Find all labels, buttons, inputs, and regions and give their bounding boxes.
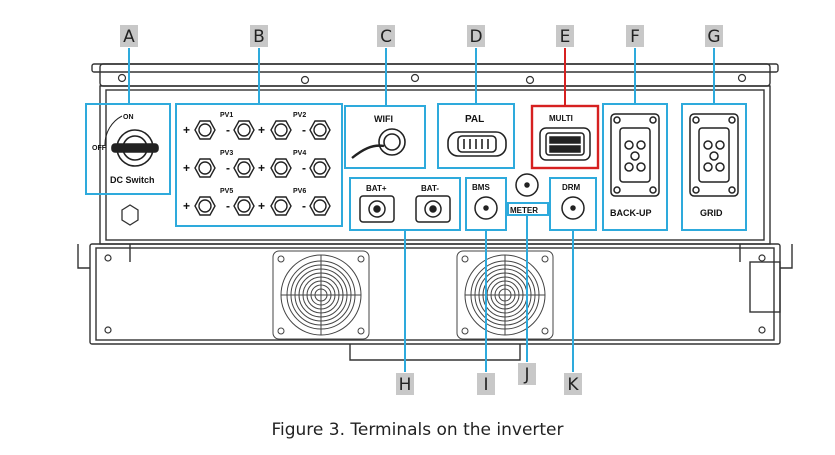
pv-connector-icon xyxy=(194,158,216,178)
letter-bg xyxy=(477,373,495,395)
callout-letter-c: C xyxy=(380,27,392,47)
callout-letter-h: H xyxy=(399,375,412,395)
pv-plus-sign: + xyxy=(183,161,190,175)
label-pv6: PV6 xyxy=(293,188,306,195)
callout-letter-a: A xyxy=(123,27,135,47)
inverter-body xyxy=(77,63,793,361)
letter-bg xyxy=(467,25,485,47)
pv-plus-sign: + xyxy=(183,123,190,137)
grid-port-icon xyxy=(689,113,739,197)
label-pv5: PV5 xyxy=(220,188,233,195)
pv-plus-sign: + xyxy=(258,123,265,137)
pv-connector-icon xyxy=(194,120,216,140)
callout-letters: A B C D E F G H I J K xyxy=(120,25,723,395)
label-meter: METER xyxy=(510,206,538,215)
letter-bg xyxy=(518,363,536,385)
callout-letter-f: F xyxy=(630,27,640,47)
pv-connector-icon xyxy=(309,196,331,216)
label-bat-neg: BAT- xyxy=(421,184,439,193)
letter-bg xyxy=(120,25,138,47)
pv-connector-icon xyxy=(233,120,255,140)
pv-connector-icon xyxy=(309,158,331,178)
callout-letter-g: G xyxy=(707,27,720,47)
letter-bg xyxy=(564,373,582,395)
label-pal: PAL xyxy=(465,114,484,125)
label-off: OFF xyxy=(92,145,107,152)
figure-caption: Figure 3. Terminals on the inverter xyxy=(271,420,564,440)
label-pv1: PV1 xyxy=(220,112,233,119)
pv-minus-sign: - xyxy=(226,199,230,213)
backup-port-icon xyxy=(610,113,660,197)
pv-plus-sign: + xyxy=(258,161,265,175)
label-pv3: PV3 xyxy=(220,150,233,157)
pv-minus-sign: - xyxy=(302,161,306,175)
label-wifi: WIFI xyxy=(374,114,393,124)
pv-connector-icon xyxy=(194,196,216,216)
pv-minus-sign: - xyxy=(226,123,230,137)
label-bms: BMS xyxy=(472,183,490,192)
pv-minus-sign: - xyxy=(302,199,306,213)
fan-icon xyxy=(272,250,370,340)
letter-bg xyxy=(377,25,395,47)
drm-port-icon xyxy=(561,196,585,220)
fan-icon xyxy=(456,250,554,340)
label-bat-pos: BAT+ xyxy=(366,184,387,193)
callout-letter-i: I xyxy=(483,375,488,395)
label-pv4: PV4 xyxy=(293,150,306,157)
mounting-holes xyxy=(104,73,766,334)
pv-minus-sign: - xyxy=(302,123,306,137)
pv-connector-icon xyxy=(233,196,255,216)
label-drm: DRM xyxy=(562,183,581,192)
multi-port-icon xyxy=(539,127,591,161)
label-pv2: PV2 xyxy=(293,112,306,119)
pv-connector-icon xyxy=(309,120,331,140)
callout-letter-d: D xyxy=(469,27,482,47)
label-on: ON xyxy=(123,114,134,121)
letter-bg xyxy=(556,25,574,47)
meter-port-icon xyxy=(515,173,539,197)
callout-letter-k: K xyxy=(567,375,579,395)
pv-minus-sign: - xyxy=(226,161,230,175)
pv-connector-icon xyxy=(270,120,292,140)
pv-connectors xyxy=(194,120,331,216)
pv-connector-icon xyxy=(233,158,255,178)
label-backup: BACK-UP xyxy=(610,208,652,218)
callout-letter-e: E xyxy=(560,27,571,47)
callout-letter-j: J xyxy=(523,365,529,385)
wifi-port-icon xyxy=(351,128,406,159)
pv-connector-icon xyxy=(270,196,292,216)
dc-switch-icon xyxy=(104,115,159,167)
label-multi: MULTI xyxy=(549,114,573,123)
callout-letter-b: B xyxy=(253,27,265,47)
letter-bg xyxy=(626,25,644,47)
label-dc-switch: DC Switch xyxy=(110,175,155,185)
pv-plus-sign: + xyxy=(183,199,190,213)
pv-connector-icon xyxy=(270,158,292,178)
inverter-terminal-diagram: ON OFF DC Switch PV1 PV2 PV3 PV4 PV5 PV6… xyxy=(77,25,793,395)
pv-plus-sign: + xyxy=(258,199,265,213)
cooling-fans xyxy=(272,250,554,340)
letter-bg xyxy=(250,25,268,47)
bms-port-icon xyxy=(474,196,498,220)
letter-bg xyxy=(705,25,723,47)
letter-bg xyxy=(396,373,414,395)
leader-lines xyxy=(128,48,715,372)
pal-port-icon xyxy=(447,131,507,157)
label-grid: GRID xyxy=(700,208,723,218)
vent-plug xyxy=(121,204,139,226)
battery-connector-icons xyxy=(359,195,451,223)
